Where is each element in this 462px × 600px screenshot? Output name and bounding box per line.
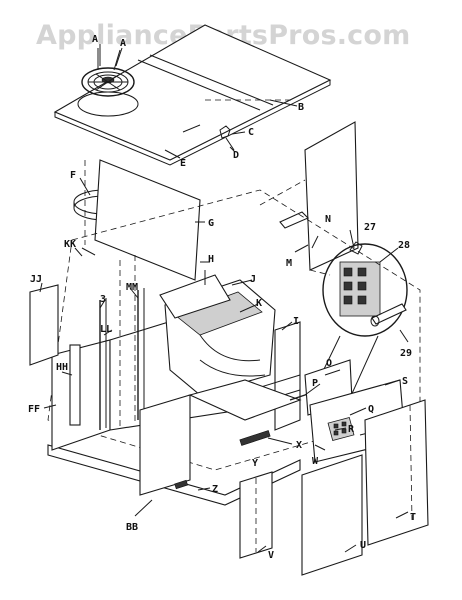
- label-t: T: [410, 512, 416, 523]
- label-e: E: [180, 158, 186, 169]
- label-z: Z: [212, 484, 218, 495]
- panel-v: [239, 471, 273, 559]
- label-k: K: [256, 298, 262, 309]
- label-x: X: [296, 440, 302, 451]
- label-q: Q: [368, 404, 374, 415]
- label-r: R: [348, 424, 355, 435]
- side-panel-jj: [29, 284, 59, 366]
- top-cover-panel: [53, 24, 332, 166]
- part-labels: A A B C D E F G KK H N M 27 28 29 JJ J M…: [28, 34, 416, 561]
- label-29: 29: [400, 348, 412, 359]
- label-3: 3: [100, 294, 106, 305]
- label-27: 27: [364, 222, 376, 233]
- label-i: I: [293, 316, 299, 327]
- label-j: J: [250, 274, 256, 285]
- label-g: G: [208, 218, 214, 229]
- leader-lines: [39, 44, 409, 553]
- label-d: D: [233, 150, 239, 161]
- label-hh: HH: [56, 362, 68, 373]
- control-module-callout: [309, 241, 408, 399]
- label-h: H: [208, 254, 214, 265]
- panel-g: [84, 159, 201, 281]
- fan-assembly: [77, 48, 139, 117]
- label-s: S: [402, 376, 408, 387]
- label-kk: KK: [64, 239, 76, 250]
- label-bb: BB: [126, 522, 138, 533]
- label-o: O: [326, 358, 332, 369]
- label-a: A: [92, 34, 98, 45]
- label-mm: MM: [126, 282, 138, 293]
- label-n: N: [325, 214, 331, 225]
- label-v: V: [268, 550, 274, 561]
- label-ll: LL: [100, 324, 112, 335]
- bracket-d: [219, 125, 235, 151]
- panel-n: [259, 121, 359, 276]
- label-ff: FF: [28, 404, 40, 415]
- label-28: 28: [398, 240, 410, 251]
- label-f: F: [70, 170, 76, 181]
- label-w: W: [312, 456, 319, 467]
- label-u: U: [360, 540, 366, 551]
- label-a-2: A: [120, 38, 126, 49]
- label-p: P: [312, 378, 318, 389]
- label-m: M: [286, 258, 292, 269]
- panel-t: [364, 399, 429, 546]
- label-y: Y: [252, 458, 258, 469]
- label-b: B: [298, 102, 304, 113]
- label-jj: JJ: [30, 274, 42, 285]
- panel-u: [301, 454, 363, 576]
- label-c: C: [248, 127, 254, 138]
